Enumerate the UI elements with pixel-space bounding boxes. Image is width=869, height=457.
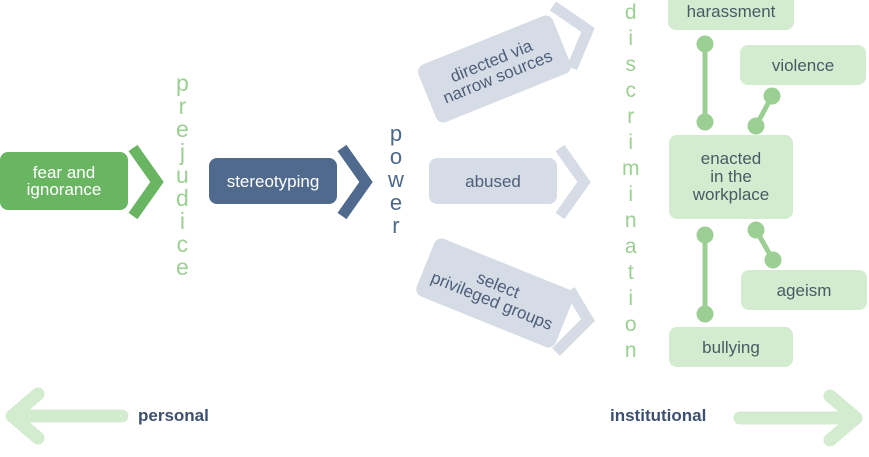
vertical-letter: o <box>624 313 637 336</box>
personal-label: personal <box>138 406 209 425</box>
vertical-letter: c <box>176 231 189 257</box>
vertical-letter: e <box>176 254 189 280</box>
vertical-letter: i <box>628 183 634 206</box>
vertical-letter: n <box>624 339 637 362</box>
vertical-letter: t <box>627 261 634 284</box>
vertical-letter: i <box>628 27 634 50</box>
stereotyping-box: stereotyping <box>209 158 337 204</box>
vertical-letter: m <box>622 157 640 180</box>
vertical-letter: d <box>176 185 189 211</box>
harassment-box: harassment <box>668 0 794 30</box>
right-arrow-icon <box>733 389 863 447</box>
vertical-letter: i <box>628 131 634 154</box>
vertical-letter: w <box>388 167 404 192</box>
vertical-letter: d <box>624 1 637 24</box>
vertical-letter: r <box>627 105 635 128</box>
vertical-letter: p <box>389 121 403 146</box>
vertical-letter: c <box>625 79 637 102</box>
bullying-box: bullying <box>669 327 793 367</box>
chevron-arrow-stereotyping <box>337 144 373 220</box>
fear-and-ignorance-box: fear and ignorance <box>0 152 128 210</box>
vertical-letter: i <box>179 208 185 234</box>
chevron-arrow-abused <box>555 144 591 220</box>
vertical-letter: e <box>176 116 189 142</box>
vertical-letter: o <box>389 144 403 169</box>
enacted-in-the-workplace-box: enacted in the workplace <box>669 135 793 219</box>
vertical-letter: e <box>389 190 403 215</box>
violence-box: violence <box>740 45 866 85</box>
chevron-arrow-directed <box>549 1 595 71</box>
chevron-arrow-select <box>552 287 595 356</box>
vertical-letter: r <box>392 213 400 238</box>
vertical-letter: j <box>179 139 185 165</box>
vertical-letter: s <box>625 53 637 76</box>
vertical-letter: n <box>624 209 637 232</box>
chevron-arrow-fear <box>128 144 164 220</box>
left-arrow-icon <box>5 387 129 445</box>
vertical-letter: p <box>176 70 189 96</box>
vertical-letter: r <box>178 93 187 119</box>
vertical-letter: u <box>176 162 189 188</box>
vertical-letter: i <box>628 287 634 310</box>
institutional-label: institutional <box>610 406 707 425</box>
vertical-letter: a <box>624 235 637 258</box>
abused-box: abused <box>429 158 557 204</box>
ageism-box: ageism <box>741 270 867 310</box>
